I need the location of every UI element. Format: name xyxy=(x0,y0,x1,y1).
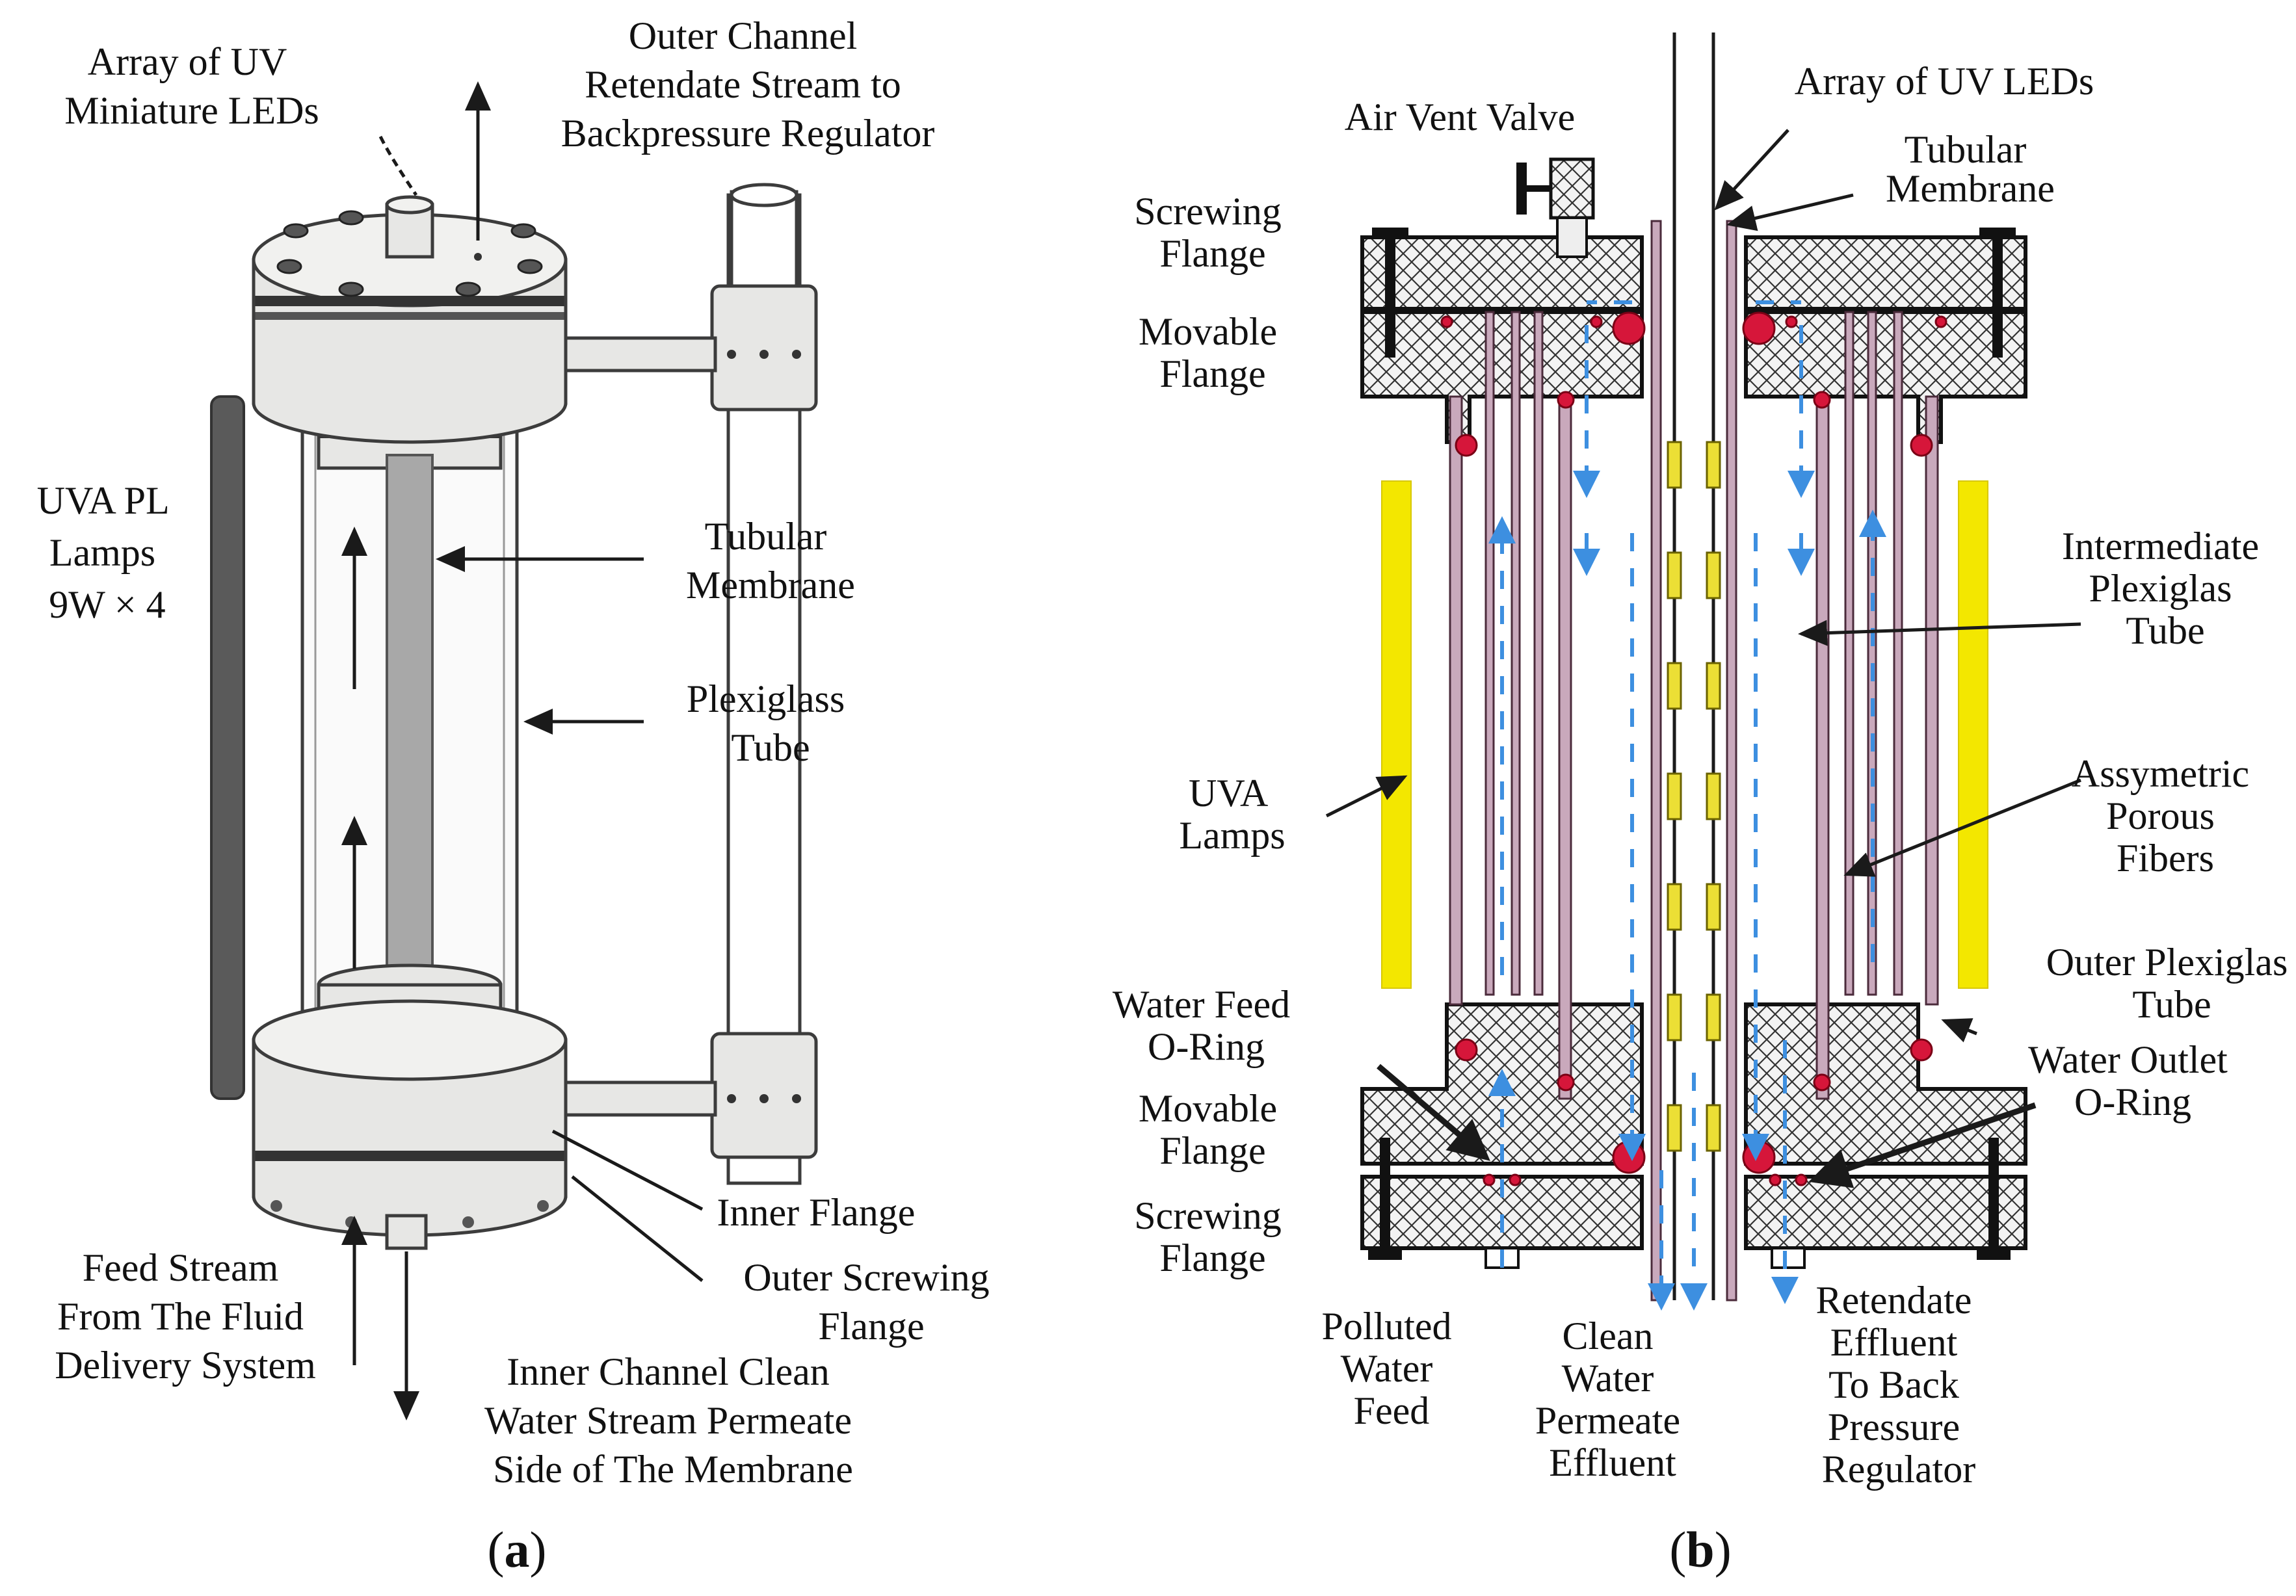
label-clean-permeate: Clean Water Permeate Effluent xyxy=(1535,1315,1690,1484)
label-inner-channel: Inner Channel Clean Water Stream Permeat… xyxy=(484,1350,862,1491)
uva-lamp-right xyxy=(1958,480,1988,989)
bottom-port xyxy=(385,1214,428,1250)
caption-a: (a) xyxy=(488,1521,547,1578)
label-plexiglass-tube: Plexiglass Tube xyxy=(687,677,854,769)
bottom-screwing-flange-left xyxy=(1360,1175,1644,1250)
top-movable-flange-right xyxy=(1744,310,2027,444)
label-tubular-membrane-b: Tubular Membrane xyxy=(1886,128,2055,210)
label-tubular-membrane-a: Tubular Membrane xyxy=(686,515,855,607)
top-bolts xyxy=(276,210,543,297)
tube-walls xyxy=(1449,220,1939,1302)
label-inner-flange: Inner Flange xyxy=(717,1191,916,1234)
led-strip xyxy=(1667,441,1721,1152)
label-uva-lamps-b: UVA Lamps xyxy=(1179,772,1285,857)
o-rings xyxy=(1440,311,1947,1186)
label-polluted-feed: Polluted Water Feed xyxy=(1321,1305,1461,1432)
label-feed-stream: Feed Stream From The Fluid Delivery Syst… xyxy=(55,1246,316,1387)
tubular-membrane-a xyxy=(386,454,434,1002)
top-movable-flange-left xyxy=(1360,310,1644,444)
label-uva-pl-lamps: UVA PL Lamps 9W × 4 xyxy=(37,479,178,626)
top-coupling xyxy=(710,284,818,412)
label-led-array-b: Array of UV LEDs xyxy=(1795,60,2094,103)
label-outer-screwing-flange: Outer Screwing Flange xyxy=(743,1256,999,1348)
label-intermediate-tube: Intermediate Plexiglas Tube xyxy=(2062,525,2269,652)
label-outer-tube: Outer Plexiglas Tube xyxy=(2046,941,2296,1026)
label-porous-fibers: Assymetric Porous Fibers xyxy=(2072,752,2259,880)
label-screwing-flange-top: Screwing Flange xyxy=(1134,190,1291,275)
label-water-outlet-oring: Water Outlet O-Ring xyxy=(2028,1038,2237,1123)
panel-a: Array of UV Miniature LEDs Outer Channel… xyxy=(37,14,999,1578)
bottom-movable-flange-right xyxy=(1744,1002,2027,1166)
label-outer-channel: Outer Channel Retendate Stream to Backpr… xyxy=(561,14,935,155)
label-retendate-effluent: Retendate Effluent To Back Pressure Regu… xyxy=(1816,1279,1982,1491)
label-led-array-a: Array of UV Miniature LEDs xyxy=(64,40,319,132)
caption-b: (b) xyxy=(1669,1521,1731,1578)
top-screwing-flange-right xyxy=(1744,235,2027,311)
label-air-vent-valve: Air Vent Valve xyxy=(1345,96,1575,138)
top-screwing-flange-left xyxy=(1360,235,1644,311)
uva-lamp-left xyxy=(1381,480,1412,989)
label-water-feed-oring: Water Feed O-Ring xyxy=(1113,983,1300,1068)
bottom-screwing-flange-right xyxy=(1744,1175,2027,1250)
led-cable xyxy=(378,135,418,196)
label-movable-flange-top: Movable Flange xyxy=(1139,310,1287,395)
flow-arrows xyxy=(1488,300,1886,1311)
uva-lamp-rod xyxy=(210,395,245,1100)
label-screwing-flange-bottom: Screwing Flange xyxy=(1134,1194,1291,1279)
panel-b: Air Vent Valve Array of UV LEDs Tubular … xyxy=(1113,33,2296,1578)
label-movable-flange-bottom: Movable Flange xyxy=(1139,1087,1287,1172)
air-vent-valve xyxy=(1549,157,1595,220)
